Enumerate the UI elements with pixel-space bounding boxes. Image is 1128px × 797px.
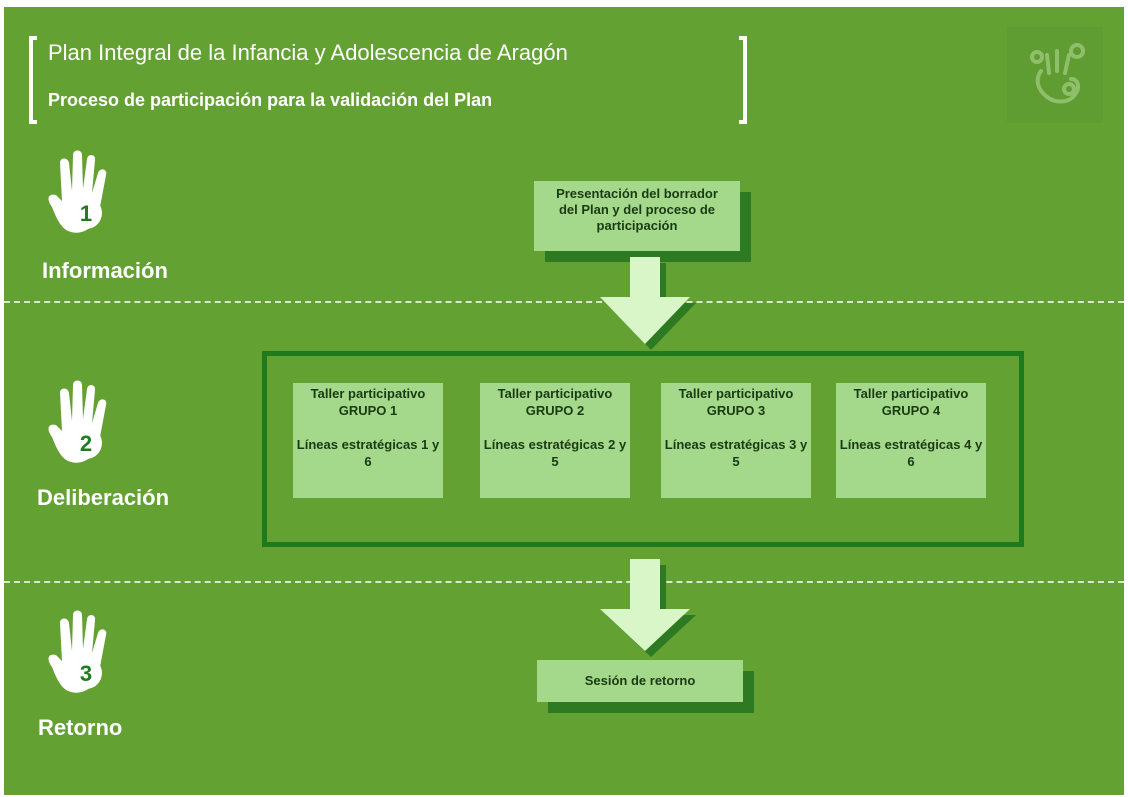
stage-number: 1 [80, 201, 92, 226]
taller-lines-label: Líneas [296, 437, 338, 452]
talleres-frame [262, 351, 1024, 547]
taller-title: Taller [678, 386, 713, 401]
taller-title: Taller [310, 386, 345, 401]
taller-lines: estratégicas 3 y 5 [709, 437, 808, 469]
down-arrow [600, 257, 696, 350]
presentation-line-3: participación [596, 218, 678, 233]
stage-number: 2 [80, 431, 92, 456]
taller-subtitle: participativo [891, 386, 969, 401]
taller-group: GRUPO 4 [881, 403, 941, 418]
logo-hand-icon [1030, 43, 1085, 104]
taller-title: Taller [497, 386, 532, 401]
taller-box-3: Taller participativo GRUPO 3 Líneas estr… [661, 383, 811, 498]
stage-label-retorno: Retorno [38, 715, 123, 740]
stage-number: 3 [80, 661, 92, 686]
taller-box-4: Taller participativo GRUPO 4 Líneas estr… [836, 383, 986, 498]
hand-icon: 1 [48, 150, 107, 233]
presentation-line-1: Presentación del borrador [556, 186, 718, 201]
taller-subtitle: participativo [535, 386, 613, 401]
taller-group: GRUPO 1 [338, 403, 398, 418]
page-title: Plan Integral de la Infancia y Adolescen… [48, 40, 568, 65]
hand-icon: 2 [48, 380, 107, 463]
taller-subtitle: participativo [716, 386, 794, 401]
taller-group: GRUPO 2 [525, 403, 585, 418]
stage-divider [4, 301, 1124, 303]
presentation-box: Presentación del borrador del Plan y del… [534, 181, 740, 251]
hand-icon: 3 [48, 610, 107, 693]
taller-lines: estratégicas 2 y 5 [528, 437, 627, 469]
taller-box-1: Taller participativo GRUPO 1 Líneas estr… [293, 383, 443, 498]
stage-label-deliberacion: Deliberación [37, 485, 170, 510]
stage-divider [4, 581, 1124, 583]
stage-label-informacion: Información [42, 258, 168, 283]
taller-lines: estratégicas 1 y 6 [341, 437, 440, 469]
taller-title: Taller [853, 386, 888, 401]
presentation-line-2: del Plan y del proceso de [558, 202, 716, 217]
down-arrow [600, 559, 696, 657]
return-box: Sesión de retorno [537, 660, 743, 702]
taller-lines: estratégicas 4 y 6 [884, 437, 983, 469]
diagram-canvas: Plan Integral de la Infancia y Adolescen… [4, 7, 1124, 795]
logo [1007, 27, 1103, 123]
taller-lines-label: Líneas [664, 437, 706, 452]
taller-lines-label: Líneas [483, 437, 525, 452]
taller-group: GRUPO 3 [706, 403, 766, 418]
taller-lines-label: Líneas [839, 437, 881, 452]
right-bracket [739, 36, 747, 124]
return-box-label: Sesión de retorno [584, 673, 696, 688]
taller-box-2: Taller participativo GRUPO 2 Líneas estr… [480, 383, 630, 498]
page-subtitle: Proceso de participación para la validac… [48, 90, 493, 110]
taller-subtitle: participativo [348, 386, 426, 401]
left-bracket [29, 36, 37, 124]
